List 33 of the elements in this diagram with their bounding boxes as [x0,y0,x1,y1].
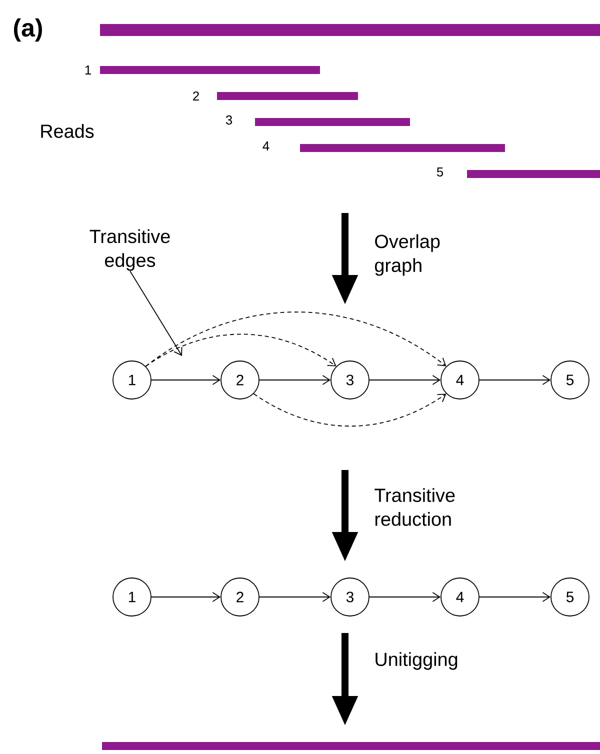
transitive-edge-arrow [145,334,336,367]
graph-node: 2 [220,578,260,616]
arrow [151,375,221,385]
read-number: 5 [436,168,444,177]
graph-node: 3 [330,360,370,400]
arrow [479,375,551,385]
arrow [369,375,441,385]
graph-node: 3 [330,578,370,616]
graph-node: 1 [112,360,152,400]
graph-node: 4 [440,578,480,616]
leader-line [130,270,182,356]
graph-node: 1 [112,578,152,616]
read-number: 4 [262,142,270,150]
graph-node: 5 [550,578,590,616]
panel-label: (a) [14,18,42,42]
read-number: 3 [226,115,232,125]
graph-node: 5 [550,360,590,400]
graph-node: 2 [220,360,260,400]
read-number: 1 [85,66,91,74]
arrow [259,592,331,602]
reads-label: Reads [41,124,94,138]
read-number: 2 [193,91,199,101]
step-label: Unitigging [376,652,458,670]
callout-text: Transitive edges [90,229,170,271]
arrow [369,592,441,602]
step-label: Transitive reduction [374,488,455,526]
arrow [151,592,221,602]
step-label: Overlap graph [375,234,440,276]
transitive-edge-arrow [253,393,446,427]
arrow [479,592,551,602]
arrow [259,375,331,385]
transitive-edge-arrow [145,312,446,367]
graph-node: 4 [440,360,480,400]
